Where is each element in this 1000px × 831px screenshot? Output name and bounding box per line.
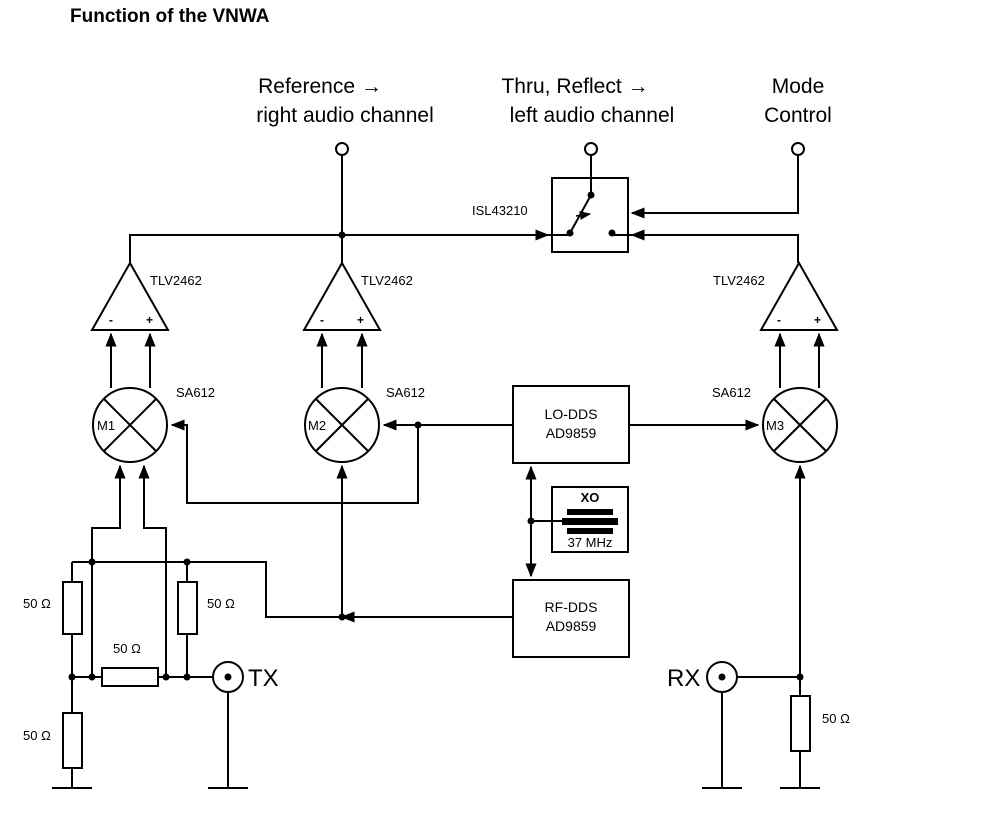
- svg-text:-: -: [777, 313, 781, 327]
- thru-reflect-terminal: [584, 142, 598, 156]
- svg-text:Thru, Reflect →: Thru, Reflect →: [501, 75, 648, 98]
- svg-text:M1: M1: [97, 418, 115, 433]
- svg-text:50 Ω: 50 Ω: [23, 728, 51, 743]
- svg-text:AD9859: AD9859: [546, 425, 597, 441]
- svg-text:AD9859: AD9859: [546, 618, 597, 634]
- rx-port: RX: [667, 464, 806, 789]
- reference-output-label: Reference → right audio channel: [256, 75, 433, 127]
- resistor-r4: 50 Ω: [23, 677, 92, 789]
- svg-text:Mode: Mode: [772, 75, 825, 98]
- lo-dds-block: LO-DDS AD9859: [512, 385, 630, 464]
- mixer-m2: M2 SA612: [304, 385, 425, 463]
- svg-text:-: -: [109, 313, 113, 327]
- svg-text:right audio channel: right audio channel: [256, 104, 433, 127]
- svg-text:Control: Control: [764, 104, 832, 127]
- resistor-r3: 50 Ω: [68, 641, 212, 687]
- svg-text:SA612: SA612: [712, 385, 751, 400]
- amplifier-2: - + TLV2462: [302, 260, 413, 331]
- amplifier-3: - + TLV2462: [713, 260, 839, 331]
- svg-text:50 Ω: 50 Ω: [822, 711, 850, 726]
- mode-control-wire: [630, 155, 799, 219]
- svg-text:+: +: [814, 313, 821, 327]
- svg-text:50 Ω: 50 Ω: [207, 596, 235, 611]
- rf-wires: [72, 464, 513, 623]
- tx-port: TX: [208, 661, 279, 789]
- svg-text:TLV2462: TLV2462: [150, 273, 202, 288]
- mode-control-terminal: [791, 142, 805, 156]
- svg-text:+: +: [146, 313, 153, 327]
- svg-text:TLV2462: TLV2462: [713, 273, 765, 288]
- page-title: Function of the VNWA: [70, 6, 270, 27]
- right-amp-output-wire: [630, 229, 799, 263]
- svg-text:50 Ω: 50 Ω: [113, 641, 141, 656]
- resistor-r1: 50 Ω: [23, 581, 83, 677]
- mixer-m1: M1 SA612: [92, 385, 215, 463]
- resistor-r2: 50 Ω: [177, 581, 235, 677]
- svg-text:XO: XO: [581, 490, 600, 505]
- svg-text:+: +: [357, 313, 364, 327]
- svg-text:RX: RX: [667, 665, 700, 692]
- lo-wires: [170, 419, 760, 504]
- m1-input-wires: [71, 464, 188, 677]
- clock-wires: [525, 465, 562, 578]
- rf-dds-block: RF-DDS AD9859: [512, 579, 630, 658]
- svg-text:37 MHz: 37 MHz: [568, 535, 613, 550]
- left-amp-output-wire: [129, 229, 550, 263]
- svg-text:left audio channel: left audio channel: [510, 104, 675, 127]
- xo-block: XO 37 MHz: [551, 486, 629, 553]
- svg-text:SA612: SA612: [176, 385, 215, 400]
- amplifier-1: - + TLV2462: [90, 260, 202, 331]
- svg-text:TLV2462: TLV2462: [361, 273, 413, 288]
- mixer-m3: M3 SA612: [712, 385, 838, 463]
- svg-text:M2: M2: [308, 418, 326, 433]
- mixer-amp-wires: [105, 332, 825, 388]
- svg-text:M3: M3: [766, 418, 784, 433]
- resistor-r5: 50 Ω: [780, 677, 850, 789]
- svg-text:TX: TX: [248, 665, 279, 692]
- switch-label: ISL43210: [472, 203, 528, 218]
- isl43210-switch: ISL43210: [472, 155, 629, 253]
- svg-text:LO-DDS: LO-DDS: [545, 406, 598, 422]
- junction: [338, 231, 346, 239]
- svg-text:Reference →: Reference →: [258, 75, 382, 98]
- svg-text:-: -: [320, 313, 324, 327]
- svg-text:SA612: SA612: [386, 385, 425, 400]
- svg-text:50 Ω: 50 Ω: [23, 596, 51, 611]
- mode-control-label: Mode Control: [764, 75, 832, 127]
- svg-text:RF-DDS: RF-DDS: [545, 599, 598, 615]
- thru-reflect-output-label: Thru, Reflect → left audio channel: [501, 75, 674, 127]
- reference-terminal: [335, 142, 349, 156]
